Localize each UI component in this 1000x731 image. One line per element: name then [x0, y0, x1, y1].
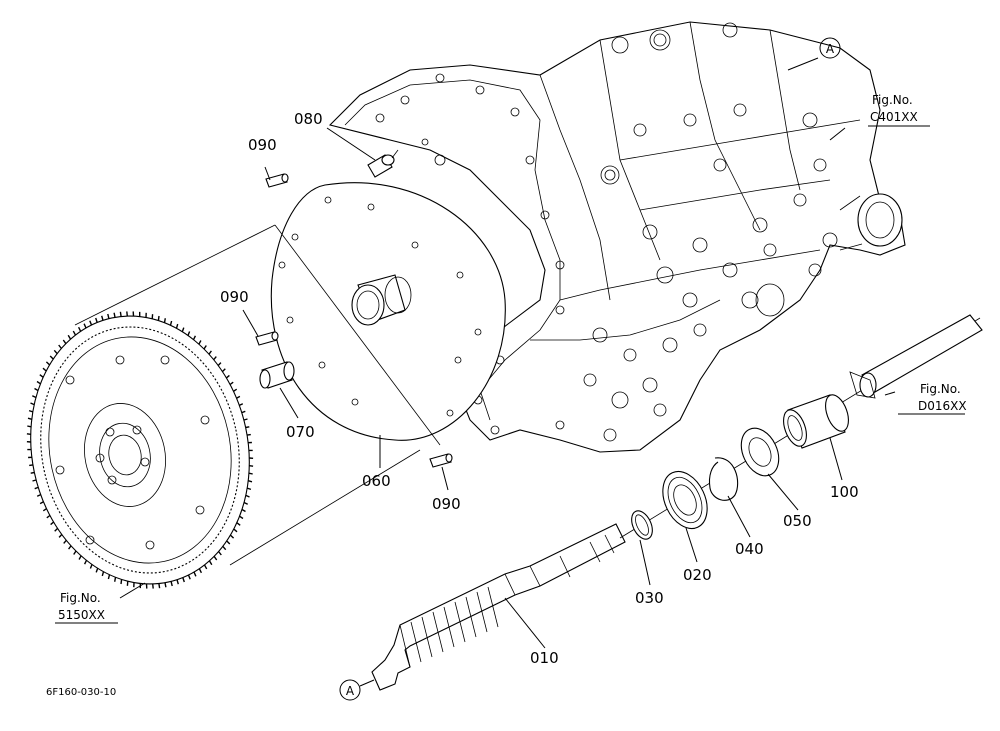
leader-lines — [55, 57, 965, 687]
label-030: 030 — [635, 589, 664, 607]
label-090-top: 090 — [248, 136, 277, 154]
label-090-mid: 090 — [220, 288, 249, 306]
label-060: 060 — [362, 472, 391, 490]
label-100: 100 — [830, 483, 859, 501]
part-010-shaft — [371, 523, 626, 691]
svg-text:A: A — [826, 42, 835, 56]
part-030-circlip — [631, 510, 653, 540]
label-020: 020 — [683, 566, 712, 584]
label-080: 080 — [294, 110, 323, 128]
label-090-low: 090 — [432, 495, 461, 513]
svg-text:Fig.No.: Fig.No. — [872, 93, 913, 107]
part-090-pin-top — [265, 173, 289, 188]
part-020-bearing — [662, 470, 708, 530]
fig-ref-5150: Fig.No. 5150XX — [58, 591, 105, 622]
svg-text:Fig.No.: Fig.No. — [920, 382, 961, 396]
d016-shaft — [849, 314, 983, 399]
fig-ref-c401: Fig.No. C401XX — [870, 93, 918, 124]
part-090-pin-mid — [255, 331, 279, 346]
transmission-housing — [328, 21, 906, 453]
drive-plate — [270, 182, 506, 446]
part-070-bushing — [259, 361, 295, 389]
fig-ref-d016: Fig.No. D016XX — [918, 382, 967, 413]
part-050-seal — [740, 427, 780, 477]
flywheel — [30, 224, 421, 585]
svg-text:5150XX: 5150XX — [58, 608, 105, 622]
svg-text:A: A — [346, 684, 355, 698]
svg-text:C401XX: C401XX — [870, 110, 918, 124]
marker-a-top: A — [819, 37, 841, 59]
part-080-bolt — [367, 149, 399, 178]
label-050: 050 — [783, 512, 812, 530]
label-040: 040 — [735, 540, 764, 558]
flywheel-ring-gear-teeth — [26, 311, 254, 589]
diagram-code: 6F160-030-10 — [46, 687, 116, 698]
label-070: 070 — [286, 423, 315, 441]
label-010: 010 — [530, 649, 559, 667]
svg-text:Fig.No.: Fig.No. — [60, 591, 101, 605]
svg-text:D016XX: D016XX — [918, 399, 967, 413]
marker-a-bottom: A — [339, 679, 361, 701]
part-100-sleeve — [783, 394, 849, 449]
part-040-snap-ring — [708, 457, 739, 501]
part-090-pin-low — [429, 453, 453, 468]
